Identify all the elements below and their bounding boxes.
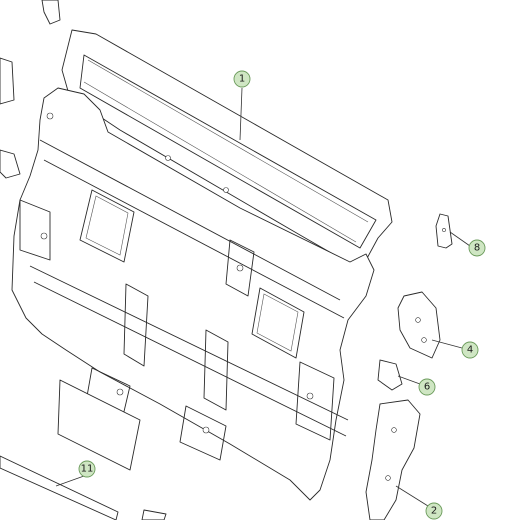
part-2-side-support (365, 399, 421, 520)
callout-1-leader (239, 87, 243, 141)
callout-6: 6 (418, 378, 436, 396)
callout-1: 1 (233, 70, 251, 88)
callout-4-label: 4 (467, 345, 473, 356)
part-4-bracket (397, 291, 441, 359)
callout-8: 8 (468, 239, 486, 257)
part-8-clip (435, 213, 453, 249)
callout-2-label: 2 (431, 506, 437, 517)
callout-8-leader (449, 231, 471, 247)
part-11-bar (0, 379, 141, 520)
callout-11-label: 11 (81, 464, 94, 475)
callout-11-leader (55, 475, 85, 487)
part-6-bracket (377, 359, 403, 391)
callout-2-leader (395, 485, 429, 507)
callout-11: 11 (78, 460, 96, 478)
part-left-edge-fragments (0, 0, 167, 520)
callout-4: 4 (461, 341, 479, 359)
seat-back-main-frame (11, 87, 375, 501)
callout-4-leader (431, 339, 463, 349)
callout-6-leader (397, 375, 421, 385)
callout-2: 2 (425, 502, 443, 520)
callout-1-label: 1 (239, 74, 245, 85)
callout-8-label: 8 (474, 243, 480, 254)
callout-6-label: 6 (424, 382, 430, 393)
